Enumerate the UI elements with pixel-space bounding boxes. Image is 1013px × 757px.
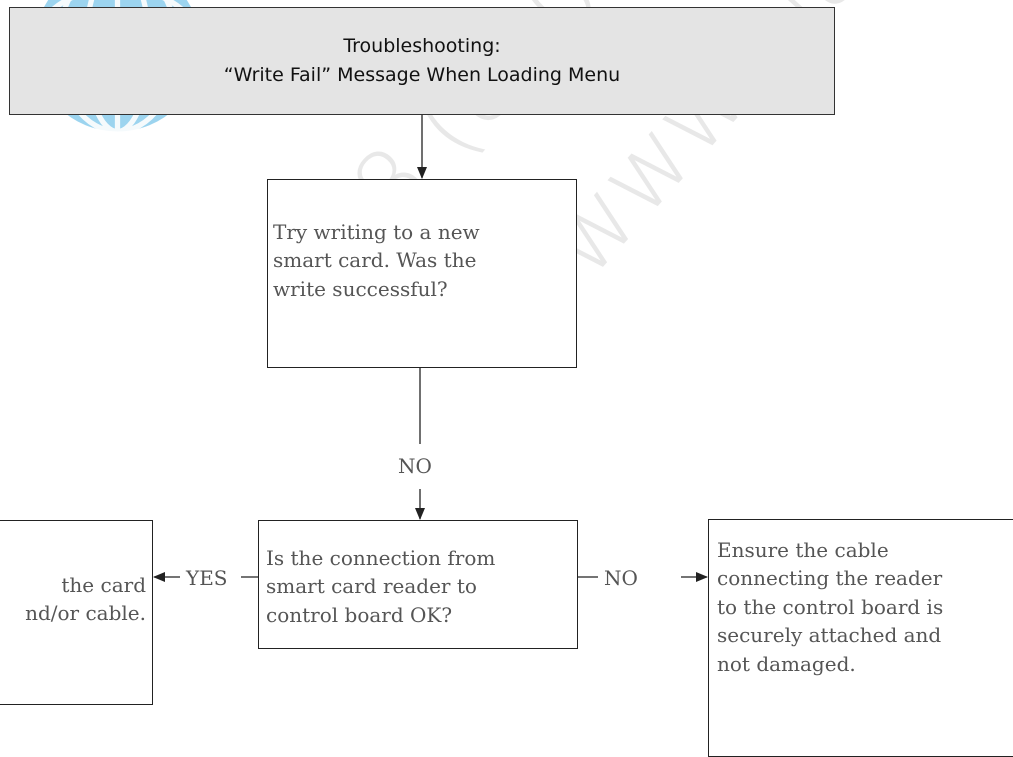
title-box: Troubleshooting: “Write Fail” Message Wh… (9, 7, 835, 115)
no-label-down: NO (398, 454, 432, 478)
step1-line: write successful? (273, 276, 448, 301)
right-action-box: Ensure the cable connecting the reader t… (708, 519, 1013, 757)
step2-line: smart card reader to (266, 574, 477, 599)
title-line-1: Troubleshooting: (343, 34, 501, 57)
step1-box: Try writing to a new smart card. Was the… (267, 179, 577, 368)
step2-box: Is the connection from smart card reader… (258, 520, 578, 649)
no-label-right: NO (604, 566, 638, 590)
right-action-line: Ensure the cable (717, 538, 889, 562)
step1-line: smart card. Was the (273, 248, 477, 273)
right-action-line: not damaged. (717, 651, 856, 676)
left-action-line: nd/or cable. (25, 601, 146, 626)
step2-line: control board OK? (266, 602, 453, 627)
left-action-line: the card (61, 573, 146, 597)
left-action-box: the card nd/or cable. (0, 520, 153, 705)
right-action-line: to the control board is (717, 594, 944, 619)
yes-label-left: YES (186, 566, 228, 590)
step2-line: Is the connection from (266, 546, 496, 570)
right-action-line: securely attached and (717, 623, 942, 648)
step1-line: Try writing to a new (273, 220, 480, 244)
right-action-line: connecting the reader (717, 566, 943, 591)
title-line-2: “Write Fail” Message When Loading Menu (223, 64, 621, 86)
